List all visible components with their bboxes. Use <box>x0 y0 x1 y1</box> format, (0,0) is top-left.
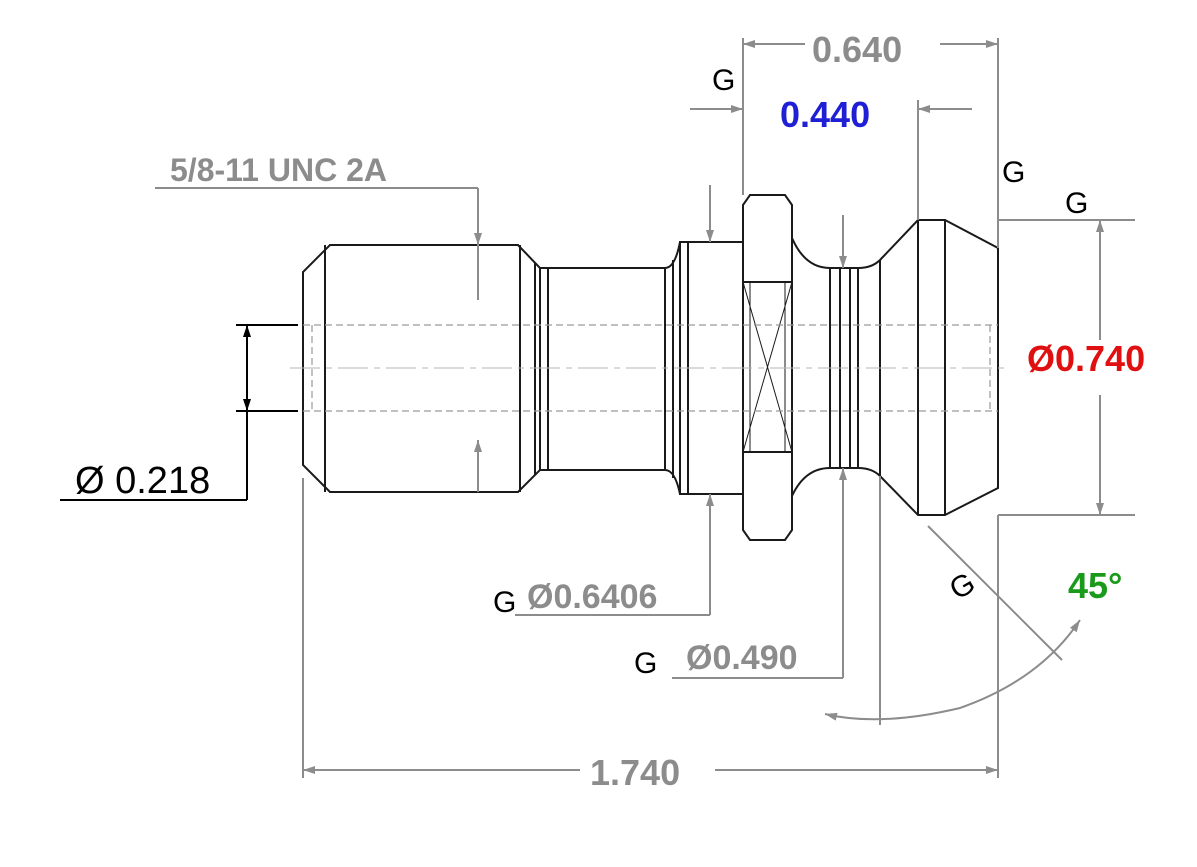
thread-spec-label: 5/8-11 UNC 2A <box>170 152 387 188</box>
ground-marker: G <box>1065 187 1088 220</box>
ground-marker: G <box>634 647 657 680</box>
bore-hidden-lines <box>303 324 998 412</box>
hex-flange <box>742 194 793 541</box>
head-diameter-label: Ø0.740 <box>1027 338 1145 379</box>
head-length-label: 0.440 <box>780 94 870 135</box>
ground-marker: G <box>493 586 516 619</box>
flange-diameter-label: Ø0.6406 <box>527 578 657 616</box>
neck-diameter-label: Ø0.490 <box>686 639 798 677</box>
flange-length-label: 0.640 <box>812 29 902 70</box>
overall-length-label: 1.740 <box>590 752 680 793</box>
chamfer-angle-label: 45° <box>1068 565 1122 606</box>
ground-marker: G <box>712 64 735 97</box>
threaded-shank <box>302 244 541 493</box>
ground-marker: G <box>1002 156 1025 189</box>
bore-diameter-label: Ø 0.218 <box>75 460 210 502</box>
